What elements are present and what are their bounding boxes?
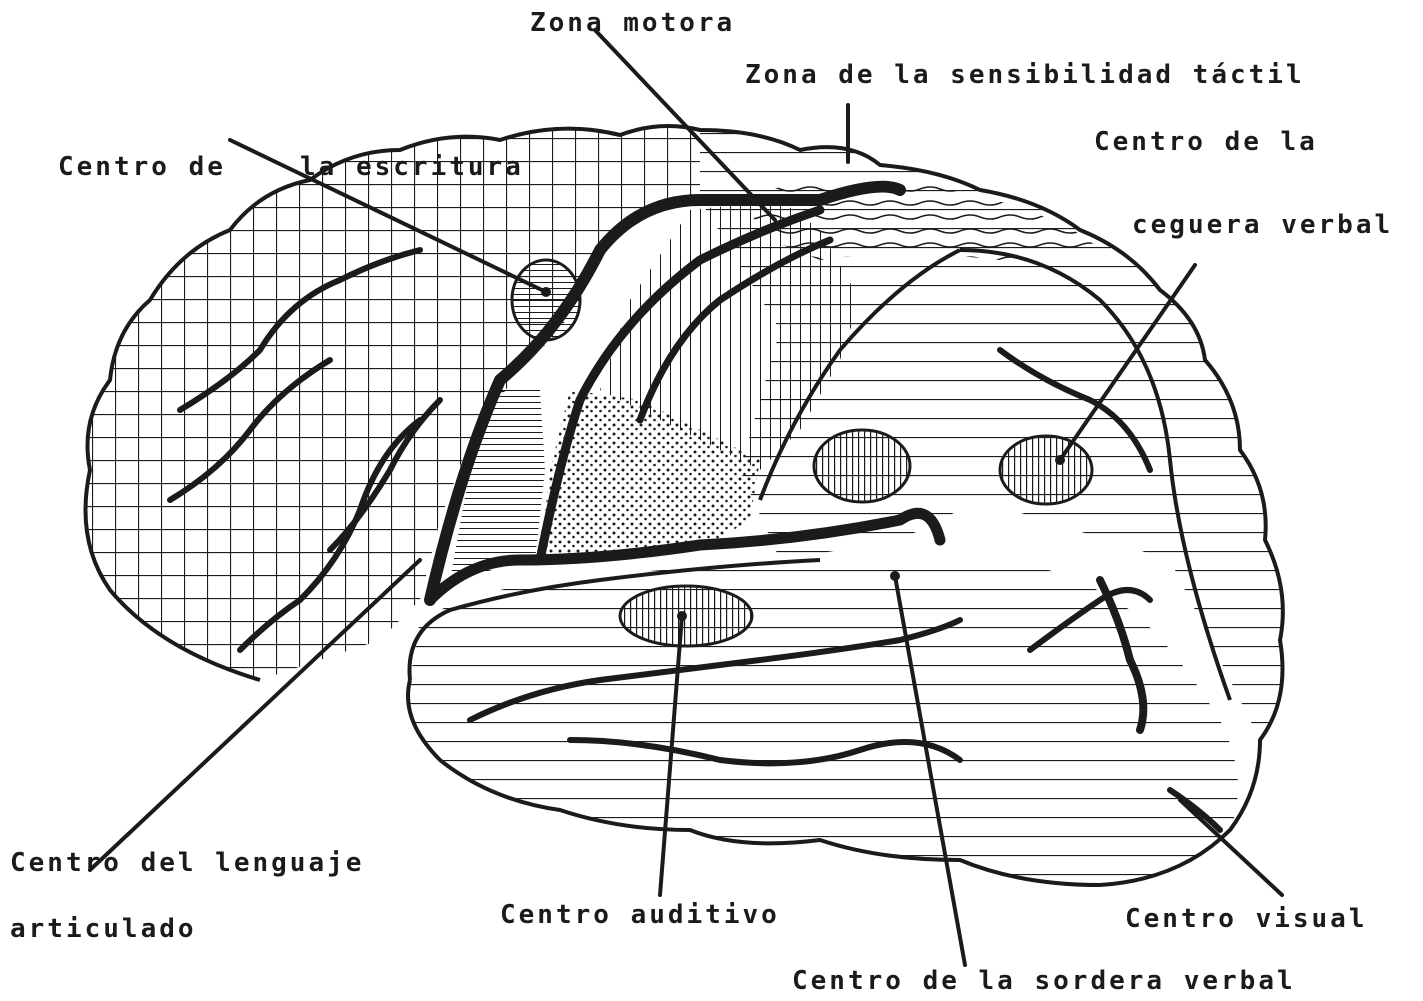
dot-sordera — [890, 571, 900, 581]
label-sordera-verbal: Centro de la sordera verbal — [792, 966, 1296, 996]
label-ceguera-1: Centro de la — [1094, 127, 1318, 157]
dot-auditivo — [677, 611, 687, 621]
dot-ceguera — [1055, 455, 1065, 465]
label-sensibilidad-tactil: Zona de la sensibilidad táctil — [745, 60, 1305, 90]
label-lenguaje-2: articulado — [10, 914, 197, 944]
label-auditivo: Centro auditivo — [500, 900, 780, 930]
label-escritura-1: Centro de — [58, 152, 226, 182]
label-zona-motora: Zona motora — [530, 8, 735, 38]
word-blindness-oval — [1000, 436, 1092, 504]
dot-escritura — [541, 287, 551, 297]
tactile-oval — [814, 430, 910, 502]
label-ceguera-2: ceguera verbal — [1132, 210, 1393, 240]
writing-center-oval — [512, 260, 580, 340]
label-lenguaje-1: Centro del lenguaje — [10, 848, 364, 878]
label-escritura-2: la escritura — [300, 152, 524, 182]
label-visual: Centro visual — [1125, 904, 1368, 934]
